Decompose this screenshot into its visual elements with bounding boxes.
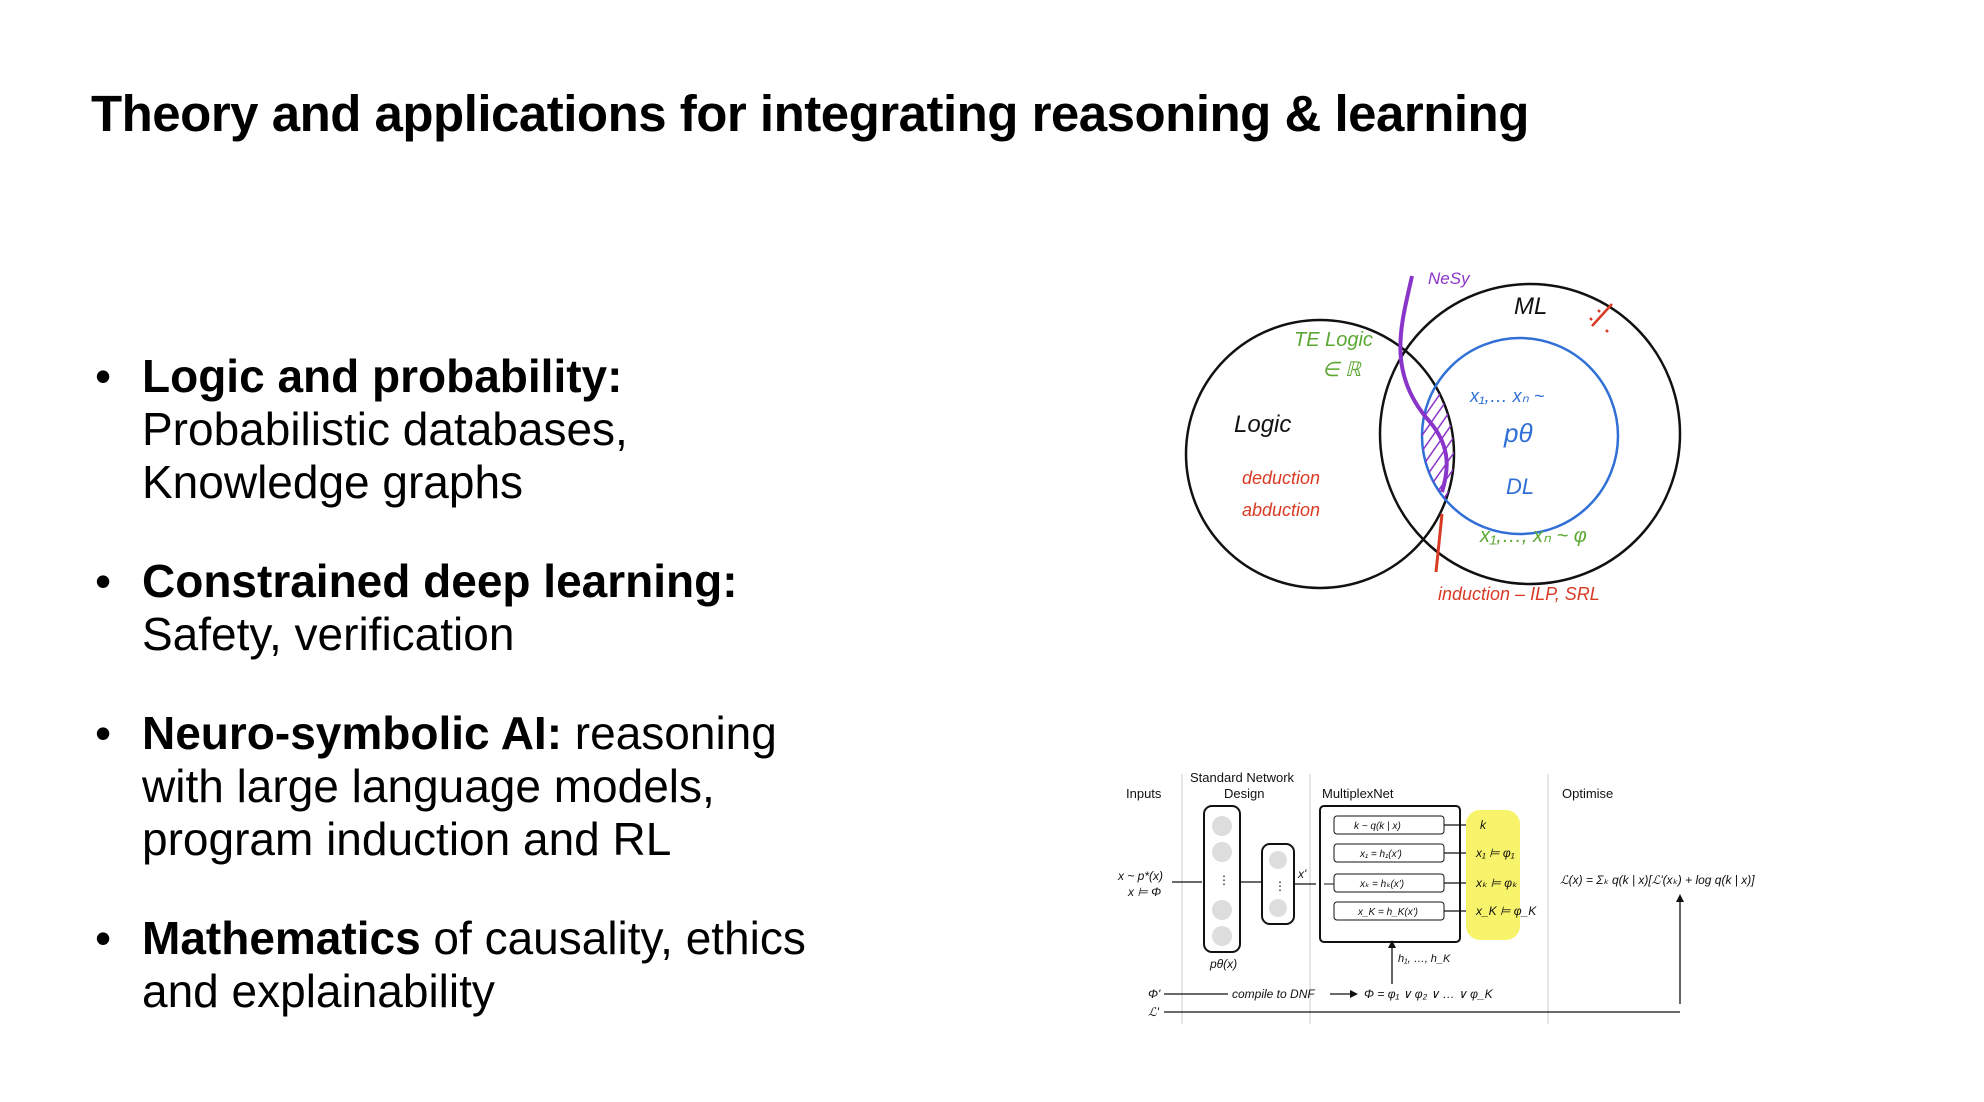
dnf-label: Φ = φ₁ ∨ φ₂ ∨ … ∨ φ_K <box>1364 987 1494 1001</box>
optimise-header: Optimise <box>1562 786 1613 801</box>
deduction-label: deduction <box>1242 468 1320 488</box>
output-label: k <box>1480 818 1487 832</box>
x-seq2-label: x₁,…, xₙ ~ φ <box>1479 525 1587 547</box>
induction-label: induction – ILP, SRL <box>1438 584 1600 604</box>
multiplex-header: MultiplexNet <box>1322 786 1394 801</box>
svg-text:⋮: ⋮ <box>1274 879 1286 893</box>
x-seq-label: x₁,… xₙ ~ <box>1469 386 1544 406</box>
output-label: x₁ ⊨ φ₁ <box>1475 846 1515 860</box>
nesy-curve <box>1398 275 1449 493</box>
logic-label: Logic <box>1234 411 1291 438</box>
input-expr-2: x ⊨ Φ <box>1127 885 1161 899</box>
bullet-dot-icon: • <box>95 912 112 964</box>
output-highlight <box>1466 810 1520 940</box>
bullet-dot-icon: • <box>95 350 112 402</box>
ml-circle <box>1378 282 1682 586</box>
standard-header-2: Design <box>1224 786 1264 801</box>
bullet-constrained-dl: • Constrained deep learning: Safety, ver… <box>91 555 891 661</box>
bullet-line: Knowledge graphs <box>142 456 524 508</box>
venn-diagram: NeSy ML Logic TE Logic ∈ ℝ x₁,… xₙ ~ pθ … <box>1184 269 1682 604</box>
bullet-heading: Constrained deep learning: <box>142 555 738 607</box>
abduction-label: abduction <box>1242 500 1320 520</box>
bullet-heading: Mathematics <box>142 912 421 964</box>
svg-text:⋮: ⋮ <box>1218 873 1230 887</box>
scribble-mark <box>1589 303 1613 333</box>
multiplex-row: k ~ q(k | x) <box>1354 821 1401 832</box>
te-logic-label: TE Logic <box>1294 329 1373 351</box>
bullet-neuro-symbolic: • Neuro-symbolic AI: reasoning with larg… <box>95 707 777 865</box>
bullet-dot-icon: • <box>95 555 112 607</box>
nesy-label: NeSy <box>1428 269 1471 288</box>
bullet-list: • Logic and probability: Probabilistic d… <box>91 350 891 1064</box>
p-theta-label: pθ(x) <box>1209 957 1237 971</box>
multiplex-row: x_K = h_K(x') <box>1357 907 1418 918</box>
standard-header-1: Standard Network <box>1190 770 1295 785</box>
l-prime-label: ℒ' <box>1148 1005 1160 1019</box>
bullet-line: program induction and RL <box>142 813 672 865</box>
multiplex-row: xₖ = hₖ(x') <box>1359 879 1404 890</box>
in-r-label: ∈ ℝ <box>1322 359 1362 381</box>
bullet-mathematics: • Mathematics of causality, ethics and e… <box>95 912 806 1017</box>
bullet-line: Safety, verification <box>142 608 515 660</box>
h-label: h₁, …, h_K <box>1398 953 1451 965</box>
bullet-line: with large language models, <box>142 760 715 812</box>
compile-label: compile to DNF <box>1232 987 1315 1001</box>
slide-title: Theory and applications for integrating … <box>91 85 1529 142</box>
induction-mark <box>1434 513 1444 573</box>
ml-label: ML <box>1514 293 1547 320</box>
p-theta-label: pθ <box>1503 418 1533 448</box>
bullet-line: and explainability <box>142 965 495 1017</box>
network-block-large <box>1203 805 1241 953</box>
output-label: x_K ⊨ φ_K <box>1475 904 1537 918</box>
logic-circle <box>1184 318 1456 590</box>
bullet-logic-probability: • Logic and probability: Probabilistic d… <box>91 350 891 509</box>
output-label: xₖ ⊨ φₖ <box>1475 876 1518 890</box>
loss-equation: ℒ(x) = Σₖ q(k | x)[ℒ'(xₖ) + log q(k | x)… <box>1560 873 1755 887</box>
bullet-line: Probabilistic databases, <box>142 403 628 455</box>
multiplex-row: x₁ = h₁(x') <box>1359 849 1402 860</box>
bullet-dot-icon: • <box>95 707 112 759</box>
input-expr-1: x ~ p*(x) <box>1117 869 1163 883</box>
multiplexnet-diagram: Inputs Standard Network Design Multiplex… <box>1117 770 1755 1024</box>
dl-label: DL <box>1506 474 1534 499</box>
x-prime-label: x' <box>1297 867 1307 881</box>
bullet-heading: Logic and probability: <box>142 350 623 402</box>
bullet-heading: Neuro-symbolic AI: <box>142 707 563 759</box>
phi-prime-label: Φ' <box>1148 987 1161 1001</box>
inputs-header: Inputs <box>1126 786 1162 801</box>
